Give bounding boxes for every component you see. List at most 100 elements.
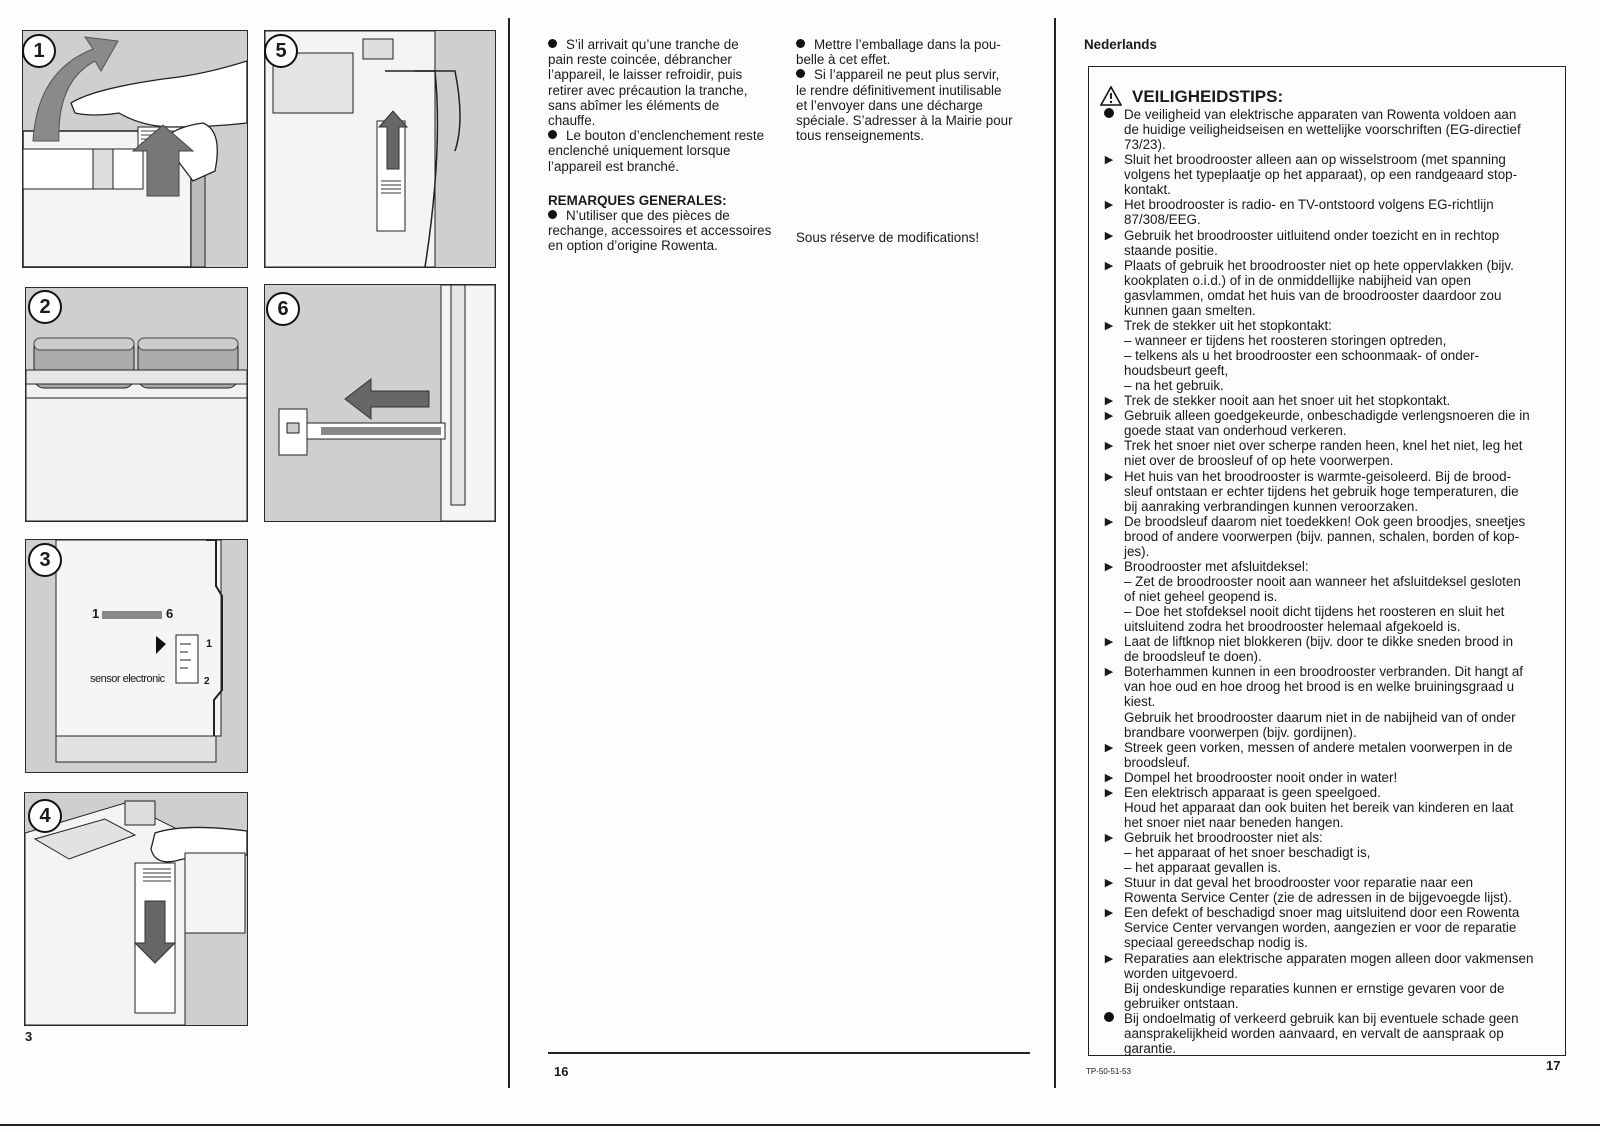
bullet-arrow-icon [1102,228,1116,244]
bullet-arrow-icon [1102,905,1116,921]
page-number-3: 3 [25,1029,33,1044]
safety-tips-list: De veiligheid van elektrische apparaten … [1100,107,1560,1056]
figure-4 [24,792,248,1026]
safety-tips-title: VEILIGHEIDSTIPS: [1132,87,1284,106]
safety-tip-item: Reparaties aan elektrische apparaten mog… [1100,951,1560,1011]
safety-tip-item: Gebruik het broodrooster uitluitend onde… [1100,228,1560,258]
safety-tip-item: Het huis van het broodrooster is warmte-… [1100,469,1560,514]
safety-tip-text: Trek het snoer niet over scherpe randen … [1124,438,1523,469]
bullet-arrow-icon [1102,438,1116,454]
figure-5 [264,30,496,268]
safety-tip-item: De veiligheid van elektrische apparaten … [1100,107,1560,152]
bullet-arrow-icon [1102,152,1116,168]
page-number-17: 17 [1546,1058,1561,1073]
bullet-arrow-icon [1102,514,1116,530]
safety-tips-box [1088,66,1566,1056]
bullet-arrow-icon [1102,559,1116,575]
warning-triangle-icon [1100,86,1122,106]
bullet-arrow-icon [1102,393,1116,409]
bullet-icon [796,39,805,48]
safety-tip-text: Stuur in dat geval het broodrooster voor… [1124,875,1512,906]
safety-tip-item: Streek geen vorken, messen of andere met… [1100,740,1560,770]
figure-3-scale-end: 6 [166,606,174,621]
figure-1-number-badge: 1 [22,34,56,68]
figure-3-number-badge: 3 [28,543,62,577]
safety-tip-item: Boterhammen kunnen in een broodrooster v… [1100,664,1560,739]
figure-2-number-badge: 2 [28,290,62,324]
safety-tip-text: Een defekt of beschadigd snoer mag uitsl… [1124,905,1520,951]
safety-tip-text: Boterhammen kunnen in een broodrooster v… [1124,664,1523,740]
bullet-arrow-icon [1102,318,1116,334]
safety-tip-text: Streek geen vorken, messen of andere met… [1124,739,1513,770]
page-number-16: 16 [554,1064,569,1079]
safety-tip-text: Trek de stekker nooit aan het snoer uit … [1124,393,1451,409]
figure-6-number-badge: 6 [266,292,300,326]
figure-2-illustration [26,288,247,521]
safety-tip-text: Gebruik alleen goedgekeurde, onbeschadig… [1124,408,1530,439]
figure-6 [264,284,496,522]
safety-tip-item: Trek de stekker uit het stopkontakt:– wa… [1100,318,1560,393]
page-divider-left [508,18,510,1088]
safety-tip-text: Broodrooster met afsluitdeksel:– Zet de … [1124,558,1521,635]
footer-note-modifications: Sous réserve de modifications! [796,230,980,245]
safety-tip-text: Dompel het broodrooster nooit onder in w… [1124,769,1398,785]
safety-tip-text: Reparaties aan elektrische apparaten mog… [1124,950,1534,1011]
figure-1-illustration [23,31,247,267]
bullet-arrow-icon [1102,469,1116,485]
section-heading-remarques: REMARQUES GENERALES: [548,192,727,208]
bullet-arrow-icon [1102,740,1116,756]
bullet-dot-icon [1102,1011,1116,1026]
safety-tip-item: Bij ondoelmatig of verkeerd gebruik kan … [1100,1011,1560,1056]
safety-tip-text: Plaats of gebruik het broodrooster niet … [1124,257,1514,318]
bullet-arrow-icon [1102,830,1116,846]
safety-tip-item: Broodrooster met afsluitdeksel:– Zet de … [1100,559,1560,634]
bullet-arrow-icon [1102,258,1116,274]
paragraph-disposal: Si l’appareil ne peut plus servir,le ren… [796,67,1028,143]
bullet-icon [796,69,805,79]
safety-tip-item: Sluit het broodrooster alleen aan op wis… [1100,152,1560,197]
figure-3-mark-1: 1 [206,638,213,650]
bullet-dot-icon [1102,107,1116,122]
bullet-arrow-icon [1102,197,1116,213]
bullet-arrow-icon [1102,664,1116,680]
paragraph-packaging: Mettre l’emballage dans la pou-belle à c… [796,37,1028,67]
safety-tip-text: Een elektrisch apparaat is geen speelgoe… [1124,784,1514,830]
safety-tip-text: Het broodrooster is radio- en TV-ontstoo… [1124,197,1494,228]
safety-tip-item: Een elektrisch apparaat is geen speelgoe… [1100,785,1560,830]
bullet-icon [548,210,557,220]
safety-tip-item: Dompel het broodrooster nooit onder in w… [1100,770,1560,785]
french-column-2: Mettre l’emballage dans la pou-belle à c… [796,37,1028,143]
bullet-icon [548,39,557,48]
footer-rule [548,1052,1030,1054]
language-heading: Nederlands [1084,37,1157,52]
sheet-bottom-edge [0,1124,1600,1126]
safety-tip-text: Trek de stekker uit het stopkontakt:– wa… [1124,317,1480,394]
figure-3-mark-2: 2 [204,676,210,687]
safety-tip-item: De broodsleuf daarom niet toedekken! Ook… [1100,514,1560,559]
bullet-arrow-icon [1102,634,1116,650]
figure-2 [25,287,248,522]
figure-4-illustration [25,793,247,1025]
bullet-arrow-icon [1102,875,1116,891]
paragraph-text: Mettre l’emballage dans la pou-belle à c… [796,37,1001,68]
safety-tip-text: Het huis van het broodrooster is warmte-… [1124,468,1519,514]
safety-tip-item: Trek het snoer niet over scherpe randen … [1100,438,1560,468]
safety-tip-item: Plaats of gebruik het broodrooster niet … [1100,258,1560,318]
bullet-arrow-icon [1102,770,1116,786]
figure-3-illustration [26,540,247,772]
bullet-arrow-icon [1102,951,1116,967]
figure-3: 1 6 1 2 sensor electronic [25,539,248,773]
figure-5-illustration [265,31,495,267]
safety-tip-item: Gebruik het broodrooster niet als:– het … [1100,830,1560,875]
figure-3-sensor-label: sensor electronic [90,673,165,685]
figure-6-illustration [265,285,495,521]
safety-tip-item: Gebruik alleen goedgekeurde, onbeschadig… [1100,408,1560,438]
paragraph-text: Si l’appareil ne peut plus servir,le ren… [796,67,1013,144]
safety-tip-text: De veiligheid van elektrische apparaten … [1124,107,1521,153]
